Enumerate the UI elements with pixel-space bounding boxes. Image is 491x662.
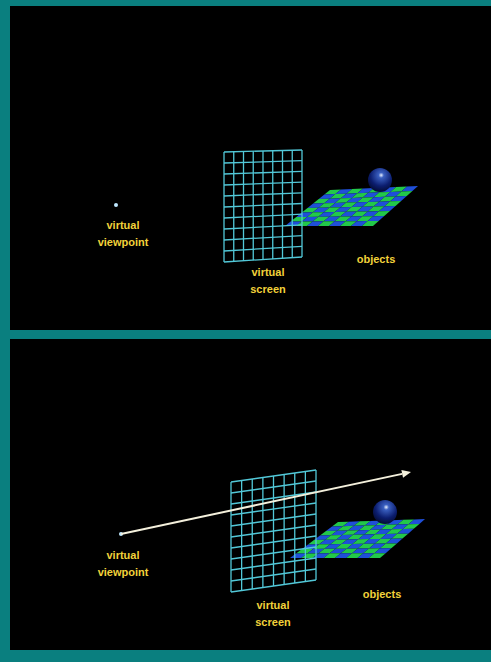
screen-grid <box>224 182 302 185</box>
screen-grid <box>224 193 302 196</box>
screen-grid <box>231 569 316 581</box>
ray <box>121 474 402 534</box>
checkerboard <box>386 539 403 544</box>
part-label: virtual screen <box>236 264 300 298</box>
viewpoint-dot <box>114 203 118 207</box>
checkerboard <box>379 206 396 211</box>
checkerboard <box>373 211 390 216</box>
screen-grid <box>224 204 302 208</box>
screen-grid <box>224 214 302 218</box>
ray-arrowhead <box>401 470 411 478</box>
screen-grid <box>231 558 316 570</box>
checkerboard <box>403 524 420 529</box>
part-label: virtual viewpoint <box>91 217 155 251</box>
screen-grid <box>231 514 316 526</box>
checkerboard <box>391 534 408 539</box>
screen-grid <box>231 525 316 537</box>
part-label: objects <box>344 251 408 268</box>
screen-grid <box>224 161 302 163</box>
sphere <box>368 168 392 192</box>
screen-grid <box>231 580 316 592</box>
checkerboard <box>362 221 379 226</box>
checkerboard <box>368 216 385 221</box>
checkerboard <box>380 543 397 548</box>
screen-grid <box>224 225 302 229</box>
screen-grid <box>231 470 316 482</box>
panel <box>10 6 491 330</box>
screen-grid <box>224 236 302 240</box>
checkerboard <box>408 519 425 524</box>
part-label: virtual viewpoint <box>91 547 155 581</box>
panel <box>10 339 491 650</box>
part-label: objects <box>350 586 414 603</box>
screen-grid <box>224 171 302 174</box>
screen-grid <box>224 257 302 262</box>
checkerboard <box>397 529 414 534</box>
checkerboard <box>369 553 386 558</box>
checkerboard <box>390 196 407 201</box>
screen-grid <box>231 536 316 548</box>
screen-grid <box>224 246 302 251</box>
checkerboard <box>374 548 391 553</box>
checkerboard <box>401 186 418 191</box>
sphere <box>373 500 397 524</box>
screen-grid <box>231 481 316 493</box>
screen-grid <box>224 150 302 152</box>
checkerboard <box>396 191 413 196</box>
checkerboard <box>385 201 402 206</box>
part-label: virtual screen <box>241 597 305 631</box>
screen-grid <box>231 547 316 559</box>
screen-grid <box>231 503 316 515</box>
